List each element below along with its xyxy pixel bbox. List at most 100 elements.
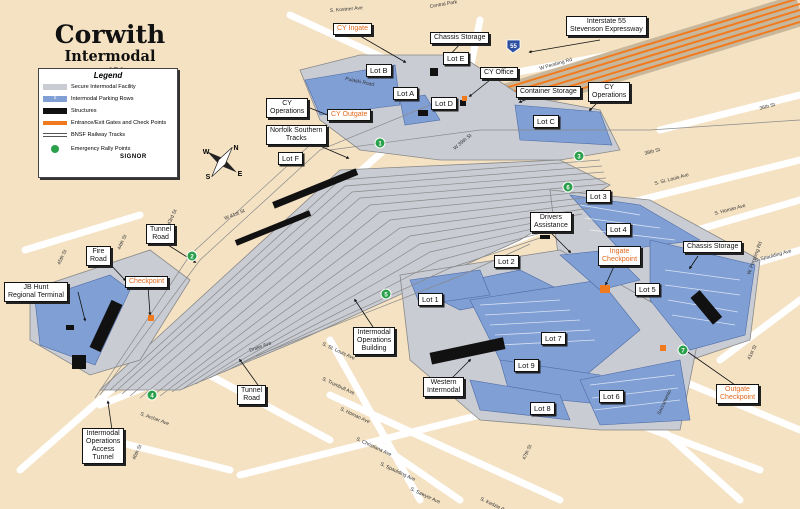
rally-point-5: 5 <box>380 288 392 300</box>
callout-text: Access <box>91 446 115 453</box>
callout-text: Road <box>243 395 260 402</box>
callout-text: Operations <box>357 337 392 344</box>
callout-cy-outgate: CY Outgate <box>327 109 372 121</box>
lot-d-label: Lot D <box>431 97 457 110</box>
rally-point-2: 2 <box>186 250 198 262</box>
compass-e-label: E <box>238 171 243 178</box>
compass-n-label: N <box>233 145 238 152</box>
signor-credit: SIGNOR <box>120 154 147 160</box>
legend-label: Intermodal Parking Rows <box>71 96 134 102</box>
legend-heading: Legend <box>93 71 123 80</box>
street-label: 44th St <box>116 233 128 250</box>
street-label: W 41st St <box>224 208 247 222</box>
callout-text: Western <box>430 379 457 386</box>
street-label: 38th St <box>644 147 661 157</box>
callout-text: Interstate 55 <box>586 18 626 25</box>
callout-checkpoint: Checkpoint <box>125 276 169 288</box>
legend: Legend Secure Intermodal Facility 5 Inter… <box>38 68 178 178</box>
lot-6-label: Lot 6 <box>599 390 624 403</box>
lot-3-label: Lot 3 <box>586 190 611 203</box>
callout-text: Container Storage <box>520 88 577 95</box>
legend-label: Emergency Rally Points <box>71 146 131 152</box>
callout-text: Assistance <box>534 222 568 229</box>
street-label: S. St. Louis Ave <box>654 172 690 187</box>
rally-point-number: 7 <box>681 349 685 355</box>
callout-text: Ingate <box>609 248 630 255</box>
legend-swatch-parking: 5 <box>43 94 67 102</box>
street-label: 45th St <box>56 248 68 265</box>
rally-point-number: 4 <box>150 394 154 400</box>
callout-text: JB Hunt <box>23 284 49 291</box>
callout-text: Chassis Storage <box>434 34 486 41</box>
callout-text: CY <box>282 100 292 107</box>
compass-rose: N S E W <box>203 145 243 181</box>
street-label: 41st St <box>746 344 758 361</box>
svg-text:55: 55 <box>510 44 517 50</box>
callout-text: Operations <box>270 108 305 115</box>
rally-point-number: 3 <box>577 155 581 161</box>
callout-text: CY Office <box>484 69 514 76</box>
callout-cy-office: CY Office <box>480 67 518 79</box>
callout-text: Chassis Storage <box>687 243 739 250</box>
rally-point-number: 1 <box>378 142 382 148</box>
rally-point-number: 2 <box>190 255 194 261</box>
callout-text: Operations <box>86 438 121 445</box>
legend-item-gates: Entrance/Exit Gates and Check Points <box>43 119 166 128</box>
lot-e-label: Lot E <box>443 52 469 65</box>
callout-text: Road <box>90 256 107 263</box>
lot-1-label: Lot 1 <box>418 293 443 306</box>
lot-b-label: Lot B <box>366 64 392 77</box>
rally-point-7: 7 <box>677 344 689 356</box>
legend-item-parking: 5 Intermodal Parking Rows <box>43 95 134 104</box>
callout-text: Intermodal <box>427 387 461 394</box>
street-label: 47th St <box>521 443 533 460</box>
street-label: 36th St <box>759 102 776 112</box>
legend-parking-marker: 5 <box>53 94 57 101</box>
callout-text: Building <box>361 345 387 352</box>
rally-point-3: 3 <box>573 150 585 162</box>
i55-shield: 55 <box>506 39 521 54</box>
callout-text: Checkpoint <box>602 256 638 263</box>
callout-chassis-storage-top: Chassis Storage <box>430 32 490 44</box>
legend-item-structures: Structures <box>43 107 97 116</box>
compass-s-label: S <box>206 174 211 181</box>
structures <box>66 68 723 369</box>
legend-item-rally: Emergency Rally Points <box>43 144 131 154</box>
rally-point-number: 5 <box>384 293 388 299</box>
legend-label: Secure Intermodal Facility <box>71 84 136 90</box>
callout-text: CY Outgate <box>331 111 368 118</box>
compass-w-label: W <box>203 149 210 156</box>
rally-points: 1 2 3 4 5 6 7 <box>146 137 689 401</box>
legend-label: Entrance/Exit Gates and Check Points <box>71 120 167 126</box>
street-label: S. Kedzie Ave <box>479 496 510 509</box>
callout-text: Checkpoint <box>129 278 165 285</box>
rally-point-4: 4 <box>146 389 158 401</box>
legend-label: Structures <box>71 108 97 114</box>
lot-9-label: Lot 9 <box>514 359 539 372</box>
title-line-1: Corwith <box>54 20 166 49</box>
lot-5-label: Lot 5 <box>635 283 660 296</box>
callout-text: Road <box>152 234 169 241</box>
callout-text: Stevenson Expressway <box>570 26 643 33</box>
callout-text: Tunnel <box>241 387 263 394</box>
lot-c-label: Lot C <box>533 115 559 128</box>
callout-text: Checkpoint <box>720 394 756 401</box>
callout-text: CY Ingate <box>337 25 369 32</box>
street-label: S. Archer Ave <box>139 411 170 427</box>
street-label: S. Kostner Ave <box>330 5 364 14</box>
lot-8-label: Lot 8 <box>530 402 555 415</box>
legend-swatch-structures <box>43 107 67 114</box>
callout-cy-ingate: CY Ingate <box>333 23 373 35</box>
street-label: Central Park <box>429 0 458 10</box>
lot-7-label: Lot 7 <box>541 332 566 345</box>
callout-text: CY <box>604 84 614 91</box>
